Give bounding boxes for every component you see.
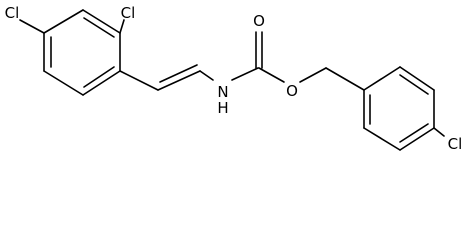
bond: [399, 66, 435, 91]
chemical-structure-diagram: Cl Cl N H O O Cl: [5, 4, 463, 153]
bond-n-to-carbonyl: [231, 67, 259, 81]
vinyl-double-bond-inner: [159, 64, 198, 83]
bond: [43, 70, 84, 96]
double-bond-inner: [399, 123, 429, 143]
bond-carbonyl-to-ester-o: [258, 67, 285, 83]
bond: [82, 9, 121, 34]
bond: [43, 9, 84, 34]
double-bond-inner: [399, 74, 429, 95]
bond: [363, 66, 401, 91]
atom-cl: Cl: [448, 135, 463, 153]
right-benzene-ring: [363, 66, 435, 151]
bond-ch2-to-ring: [325, 67, 365, 91]
atom-cl: Cl: [121, 4, 136, 22]
molecule-canvas: Cl Cl N H O O Cl: [5, 4, 463, 153]
bond: [82, 70, 121, 96]
atom-cl: Cl: [5, 4, 20, 22]
bond-ring-to-vinyl: [119, 70, 159, 91]
atom-o-ester: O: [286, 82, 298, 100]
atom-n: N: [217, 83, 228, 101]
bond-vinyl-to-n: [199, 70, 214, 81]
atom-o-carbonyl: O: [253, 12, 265, 30]
bond-to-cl-para: [19, 19, 45, 34]
bond-ester-o-to-ch2: [299, 67, 327, 83]
left-benzene-ring: [43, 9, 121, 96]
bond: [363, 127, 401, 151]
double-bond-inner: [83, 66, 115, 88]
bond-to-cl-para-right: [433, 127, 445, 137]
bond-to-cl-ortho: [119, 19, 125, 34]
bond: [399, 127, 435, 151]
atom-h: H: [217, 99, 228, 117]
vinyl-double-bond: [157, 70, 201, 91]
double-bond-inner: [83, 17, 115, 38]
